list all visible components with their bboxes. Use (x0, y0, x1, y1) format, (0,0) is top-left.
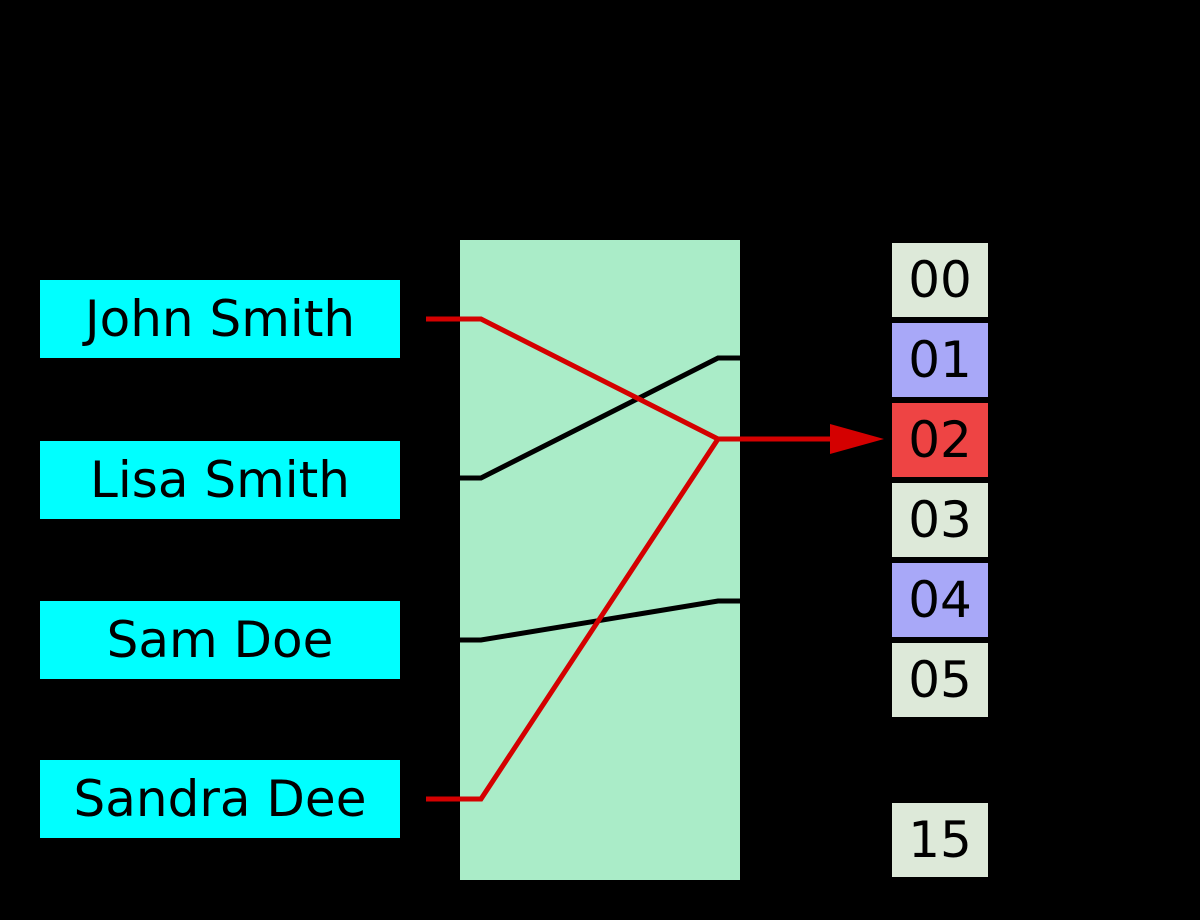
key-box-sandra-dee: Sandra Dee (40, 760, 400, 838)
hash-function-box (460, 240, 740, 880)
collision-arrow-head-icon (830, 424, 884, 454)
bucket-05: 05 (892, 643, 988, 717)
key-box-john-smith: John Smith (40, 280, 400, 358)
bucket-label: 00 (908, 251, 972, 309)
key-label: John Smith (84, 290, 356, 348)
bucket-15: 15 (892, 803, 988, 877)
bucket-03: 03 (892, 483, 988, 557)
bucket-label: 01 (908, 331, 972, 389)
key-label: Sam Doe (106, 611, 334, 669)
bucket-00: 00 (892, 243, 988, 317)
key-label: Lisa Smith (90, 451, 350, 509)
bucket-label: 15 (908, 811, 972, 869)
bucket-04: 04 (892, 563, 988, 637)
bucket-01: 01 (892, 323, 988, 397)
bucket-label: 02 (908, 411, 972, 469)
bucket-02: 02 (892, 403, 988, 477)
bucket-label: 04 (908, 571, 972, 629)
key-label: Sandra Dee (73, 770, 367, 828)
key-box-lisa-smith: Lisa Smith (40, 441, 400, 519)
key-box-sam-doe: Sam Doe (40, 601, 400, 679)
bucket-label: 03 (908, 491, 972, 549)
bucket-label: 05 (908, 651, 972, 709)
